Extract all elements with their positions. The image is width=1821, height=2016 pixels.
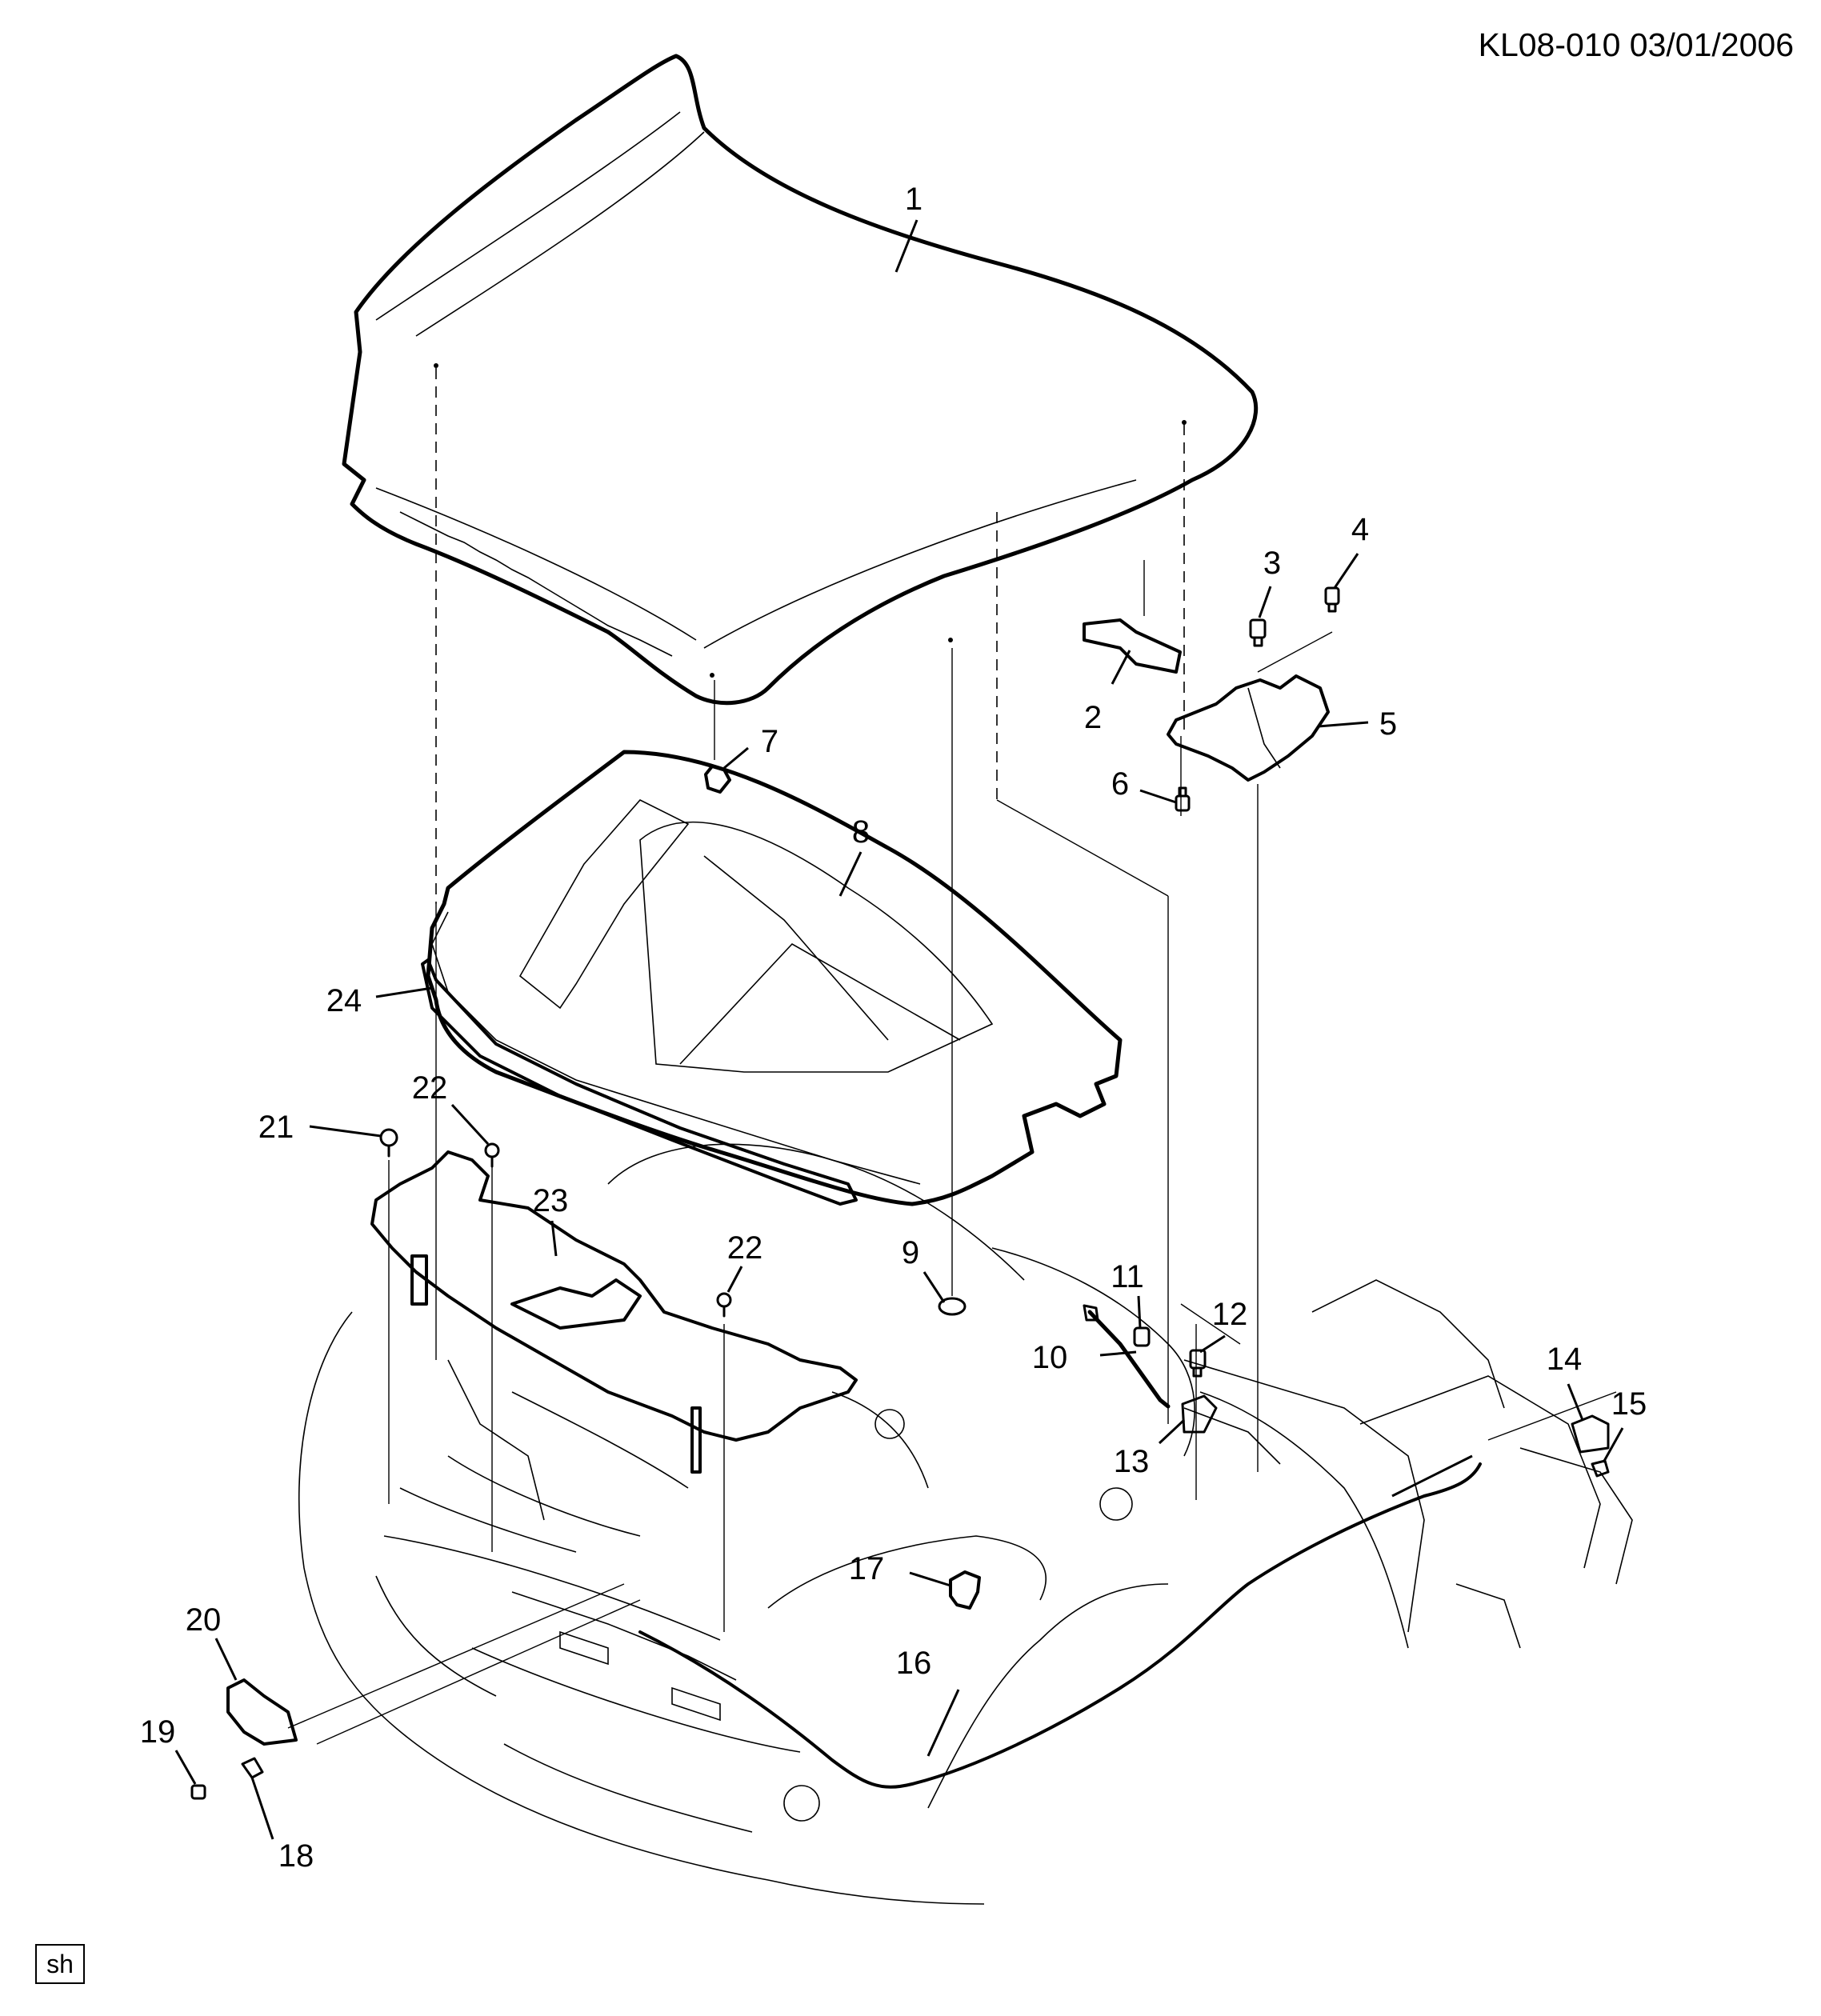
hinge-bolt-upper: [1249, 618, 1267, 647]
hood-bumper-stop-9: [938, 1297, 967, 1316]
hinge-bolt-rear: [1324, 586, 1340, 613]
callout-1: 1: [905, 182, 923, 217]
callout-13: 13: [1114, 1444, 1150, 1479]
hood-prop-rod: [1083, 1304, 1171, 1409]
callout-8: 8: [852, 814, 870, 850]
callout-23: 23: [533, 1183, 569, 1218]
callout-2: 2: [1084, 700, 1102, 735]
hood-insulator: [426, 750, 1123, 1206]
hood-latch-bolt-12: [1189, 1349, 1207, 1378]
callout-22a: 22: [412, 1070, 448, 1106]
latch-clip-18: [241, 1757, 264, 1779]
callout-3: 3: [1263, 546, 1281, 581]
ref-code: KL08-010 03/01/2006: [1478, 26, 1794, 63]
hood-release-cable: [638, 1462, 1482, 1789]
callout-4: 4: [1351, 512, 1369, 547]
radiator-upper-cover: [370, 1150, 858, 1474]
callout-17: 17: [849, 1551, 885, 1586]
hood-bumper-17: [949, 1570, 981, 1610]
hinge-bolt-lower: [1175, 786, 1191, 812]
prop-rod-grommet: [1133, 1326, 1151, 1347]
hood-hinge: [1167, 674, 1330, 782]
callout-11: 11: [1111, 1259, 1144, 1294]
push-pin-21: [379, 1128, 398, 1158]
callout-21: 21: [258, 1110, 294, 1145]
callout-12: 12: [1212, 1297, 1248, 1332]
callout-20: 20: [186, 1602, 222, 1638]
hood-seal-strip: [421, 958, 858, 1206]
callout-16: 16: [896, 1646, 932, 1681]
sheet-tag: sh: [35, 1944, 85, 1984]
hood-front-bumper-stop: [704, 765, 731, 794]
callout-9: 9: [902, 1235, 919, 1270]
hinge-reinforcement: [1083, 618, 1182, 674]
callout-10: 10: [1032, 1340, 1068, 1375]
callout-19: 19: [140, 1714, 176, 1750]
callout-5: 5: [1379, 706, 1397, 742]
latch-bolt-19: [190, 1784, 206, 1800]
callout-6: 6: [1111, 766, 1129, 802]
push-pin-22a: [484, 1142, 500, 1168]
callout-18: 18: [278, 1838, 314, 1874]
hood-panel: [342, 54, 1259, 706]
push-pin-22b: [716, 1292, 732, 1318]
callout-22b: 22: [727, 1230, 763, 1266]
vehicle-front-body: [298, 1143, 1633, 1905]
latch-striker-13: [1181, 1394, 1218, 1434]
clip-fastener-15: [1591, 1459, 1610, 1478]
callout-24: 24: [326, 983, 362, 1018]
hood-latch-20: [226, 1678, 298, 1746]
callout-14: 14: [1547, 1342, 1583, 1377]
callout-15: 15: [1611, 1386, 1647, 1422]
callout-7: 7: [761, 724, 778, 759]
cable-clip-14: [1571, 1414, 1610, 1454]
